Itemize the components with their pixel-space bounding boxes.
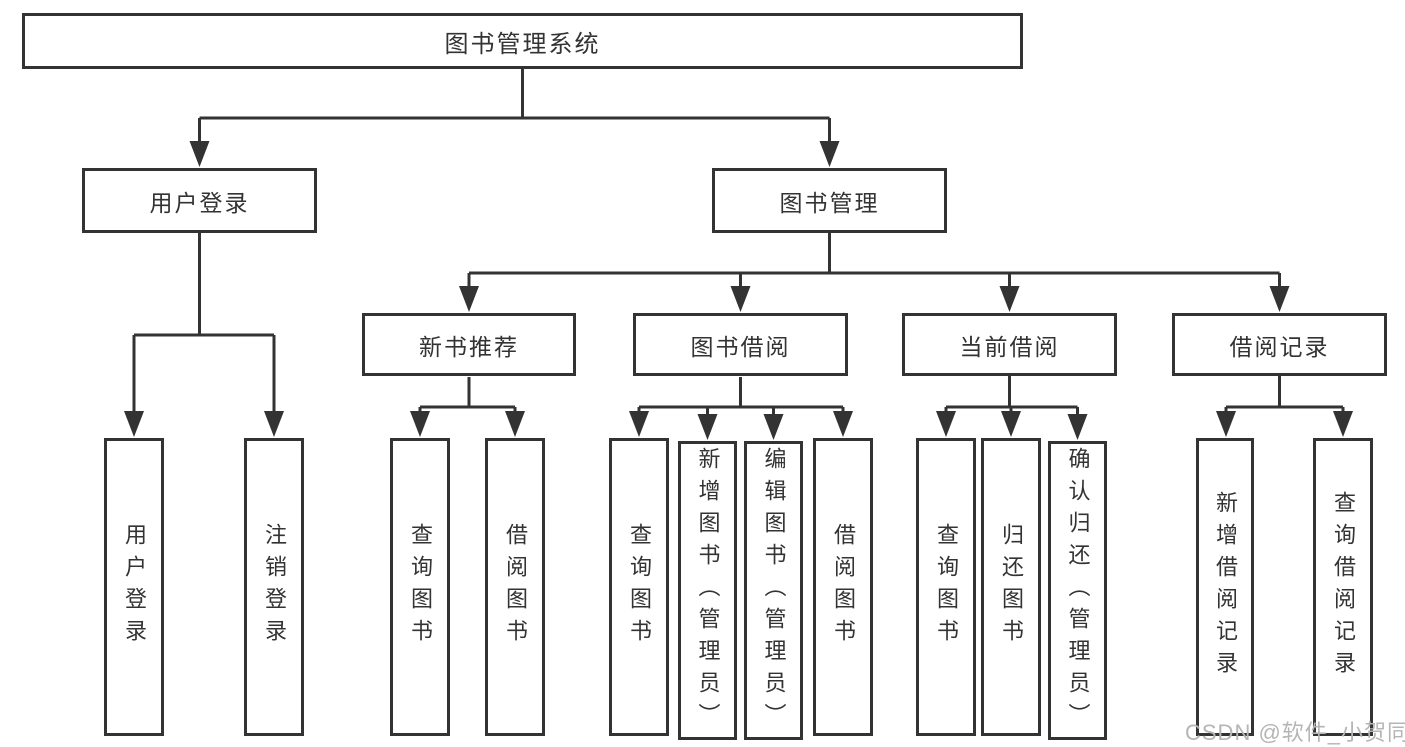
arrowheads-level3 bbox=[459, 286, 1290, 312]
node-new-book-recommend: 新书推荐 bbox=[362, 313, 576, 376]
node-current-borrow-label: 当前借阅 bbox=[959, 333, 1060, 360]
node-book-borrow-label: 图书借阅 bbox=[690, 333, 791, 360]
leaf-user-login: 用户登录 bbox=[104, 438, 164, 736]
leaf-edit-book-admin: 编辑图书（管理员） bbox=[744, 441, 803, 740]
arrowheads-records-children bbox=[1216, 411, 1353, 437]
leaf-borrow-books-borrow: 借阅图书 bbox=[813, 438, 873, 736]
leaf-add-borrow-record: 新增借阅记录 bbox=[1196, 438, 1254, 736]
leaf-query-borrow-record: 查询借阅记录 bbox=[1313, 438, 1373, 736]
node-borrow-records-label: 借阅记录 bbox=[1229, 333, 1330, 360]
connector-records-children bbox=[1224, 376, 1345, 422]
node-book-management: 图书管理 bbox=[712, 168, 947, 233]
node-user-login-label: 用户登录 bbox=[149, 189, 250, 216]
leaf-query-books-current: 查询图书 bbox=[916, 438, 976, 736]
leaf-query-books-recommend-label: 查询图书 bbox=[408, 523, 433, 651]
connector-user-login-children bbox=[132, 232, 276, 420]
connector-root-to-level2 bbox=[198, 68, 831, 150]
leaf-query-books-borrow: 查询图书 bbox=[609, 438, 669, 736]
leaf-query-books-borrow-label: 查询图书 bbox=[627, 523, 652, 651]
node-borrow-records: 借阅记录 bbox=[1172, 313, 1387, 376]
leaf-return-books-label: 归还图书 bbox=[999, 523, 1024, 651]
leaf-query-books-recommend: 查询图书 bbox=[390, 438, 450, 736]
node-root-system: 图书管理系统 bbox=[22, 13, 1023, 69]
node-user-login: 用户登录 bbox=[82, 168, 317, 233]
leaf-add-book-admin-label: 新增图书（管理员） bbox=[695, 446, 721, 735]
arrowheads-level2 bbox=[189, 141, 840, 167]
arrowheads-recommend-children bbox=[410, 411, 525, 437]
node-root-label: 图书管理系统 bbox=[444, 30, 601, 58]
leaf-logout-label: 注销登录 bbox=[262, 523, 287, 651]
leaf-borrow-books-borrow-label: 借阅图书 bbox=[831, 523, 856, 651]
csdn-watermark: CSDN @软件_小贺同学 bbox=[1185, 720, 1405, 745]
node-book-borrow: 图书借阅 bbox=[633, 313, 848, 376]
leaf-confirm-return-admin: 确认归还（管理员） bbox=[1048, 441, 1107, 740]
node-current-borrow: 当前借阅 bbox=[902, 313, 1117, 376]
leaf-borrow-books-recommend-label: 借阅图书 bbox=[503, 523, 528, 651]
node-book-management-label: 图书管理 bbox=[779, 189, 880, 216]
leaf-edit-book-admin-label: 编辑图书（管理员） bbox=[761, 446, 787, 735]
arrowheads-current-children bbox=[936, 411, 1088, 440]
leaf-return-books: 归还图书 bbox=[981, 438, 1041, 736]
connector-recommend-children bbox=[418, 377, 517, 422]
leaf-user-login-label: 用户登录 bbox=[122, 523, 147, 651]
leaf-add-book-admin: 新增图书（管理员） bbox=[678, 441, 737, 740]
node-new-book-recommend-label: 新书推荐 bbox=[419, 333, 519, 360]
connector-borrow-children bbox=[637, 377, 845, 424]
leaf-query-books-current-label: 查询图书 bbox=[934, 523, 959, 651]
connector-book-management-children bbox=[467, 233, 1281, 295]
leaf-borrow-books-recommend: 借阅图书 bbox=[485, 438, 545, 736]
leaf-query-borrow-record-label: 查询借阅记录 bbox=[1331, 491, 1356, 683]
arrowheads-user-login-children bbox=[124, 411, 284, 437]
leaf-logout: 注销登录 bbox=[244, 438, 304, 736]
leaf-add-borrow-record-label: 新增借阅记录 bbox=[1213, 491, 1238, 683]
arrowheads-borrow-children bbox=[629, 411, 853, 440]
leaf-confirm-return-admin-label: 确认归还（管理员） bbox=[1065, 446, 1091, 735]
